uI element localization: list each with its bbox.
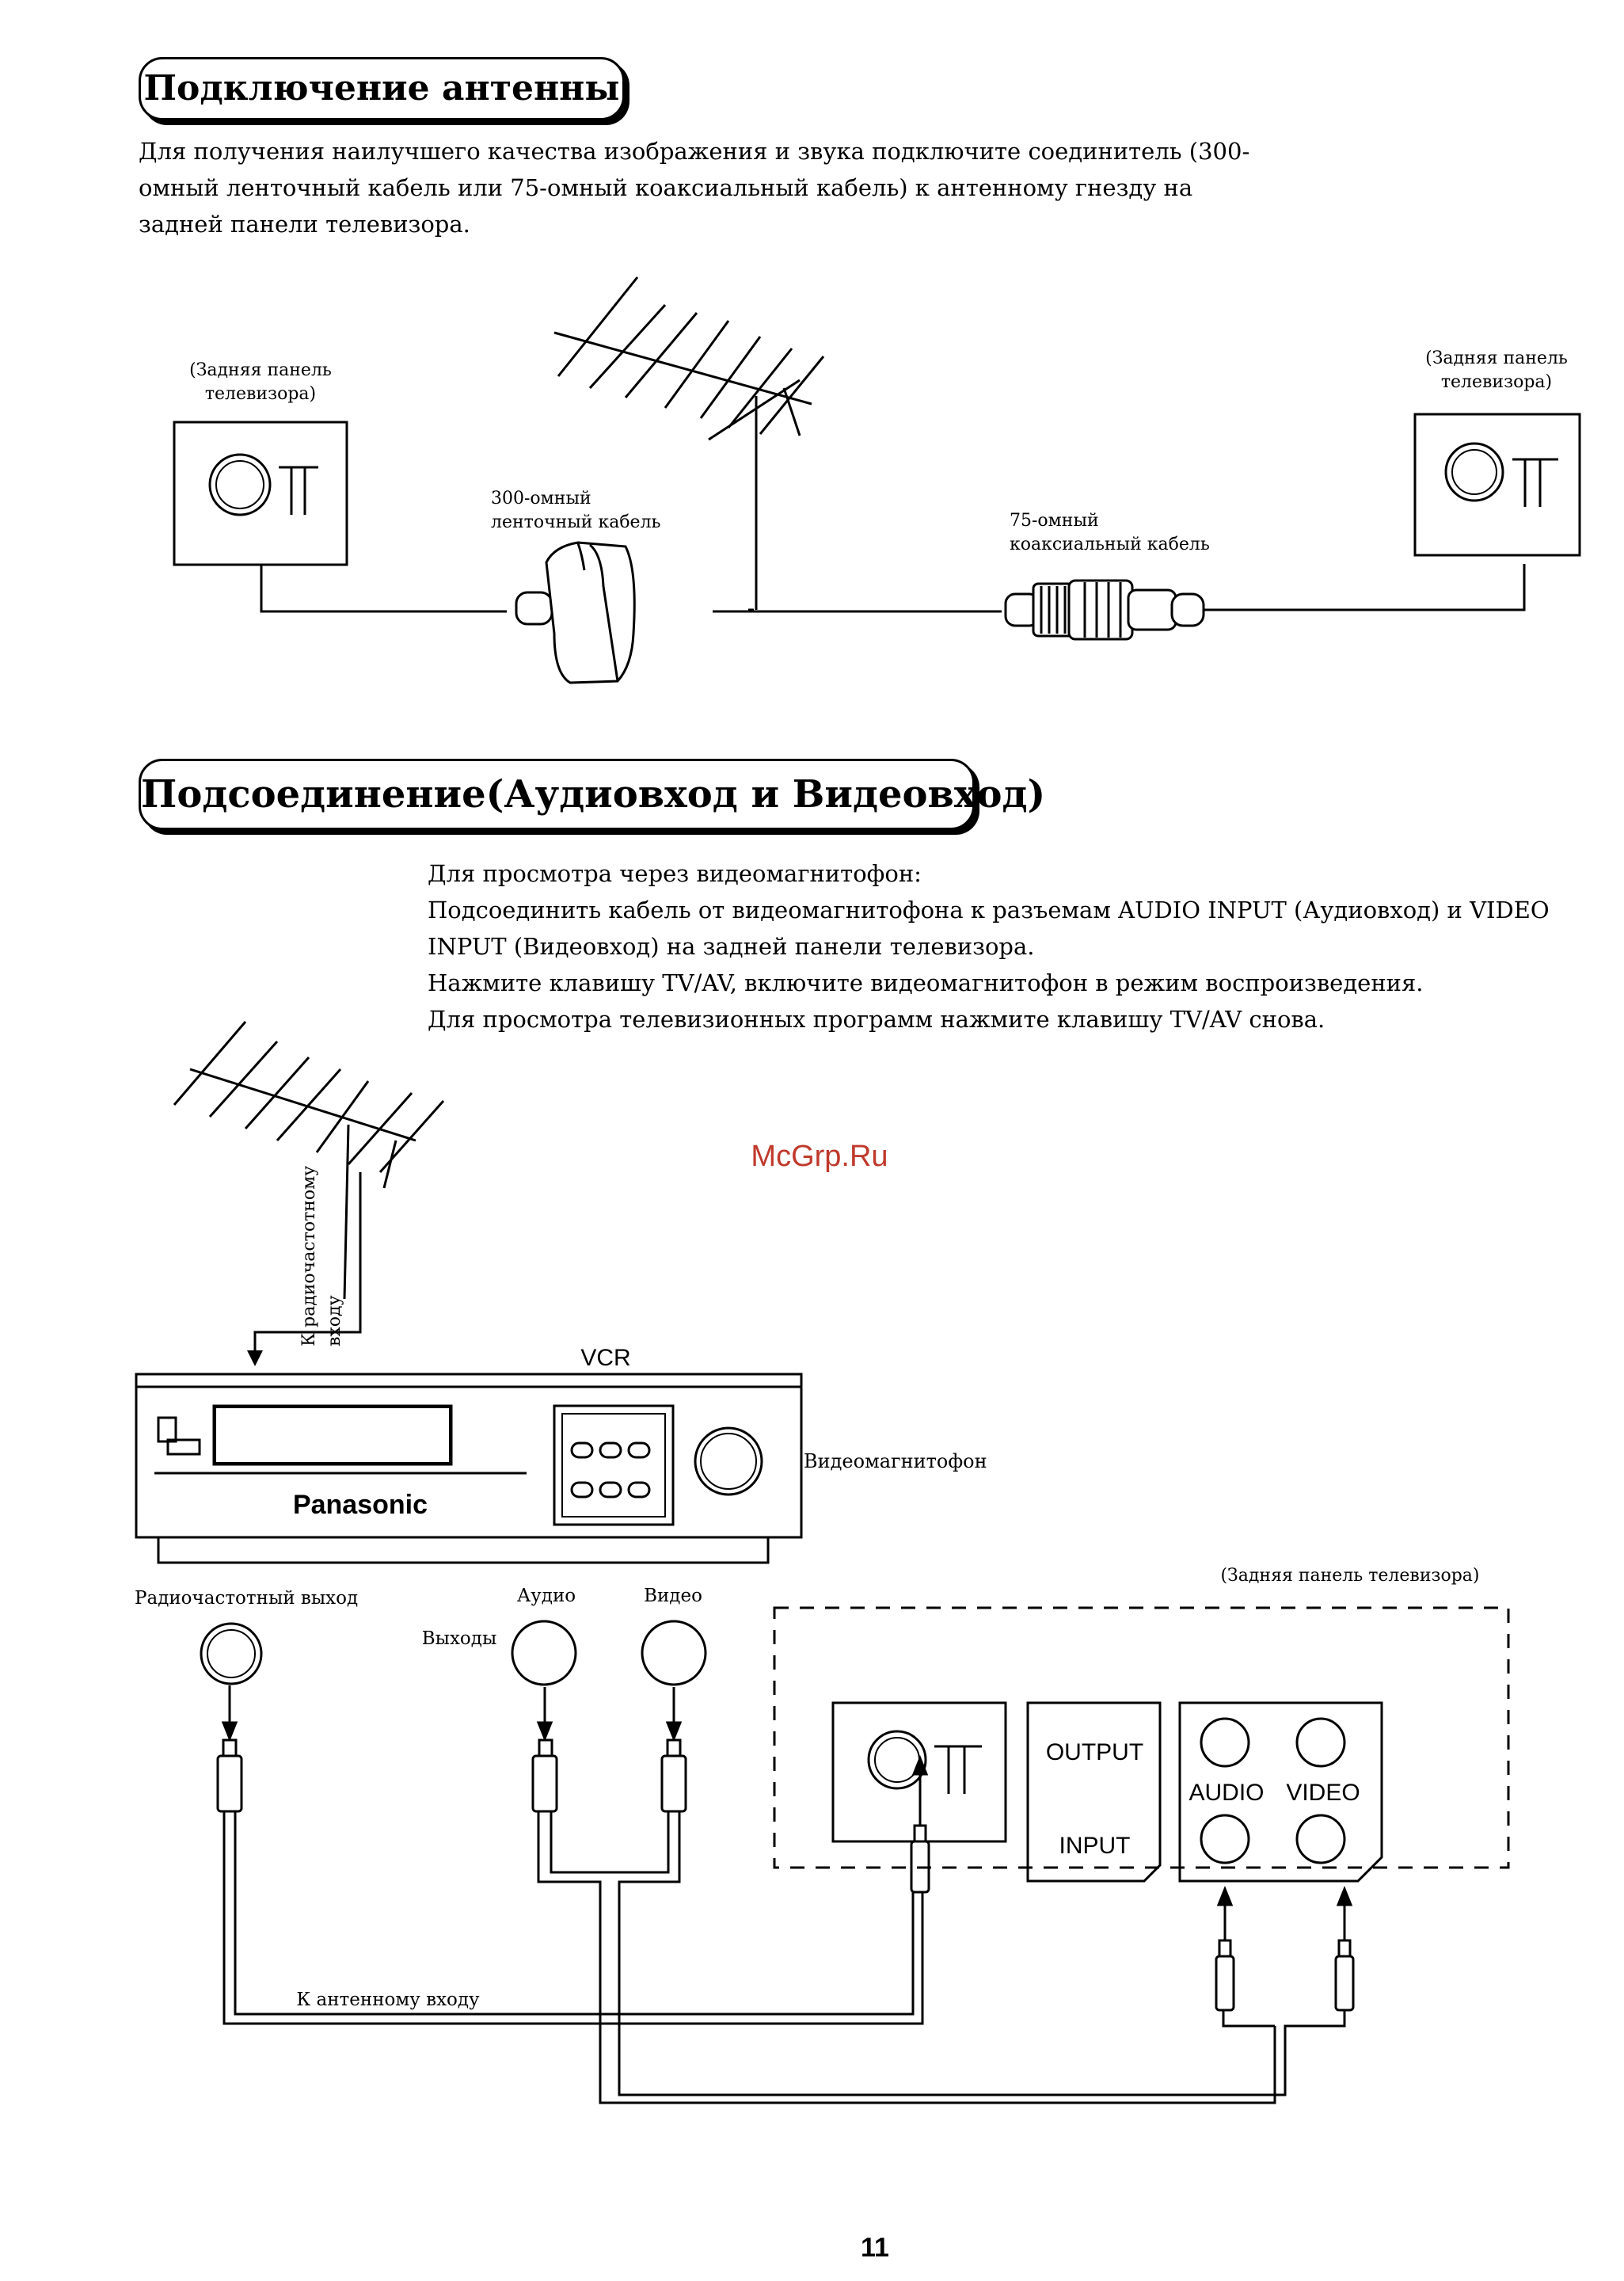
- vcr-brand: Panasonic: [292, 1490, 428, 1520]
- tv-back-label: (Задняя панель телевизора): [1220, 1566, 1480, 1586]
- outputs-label: Выходы: [421, 1628, 497, 1649]
- audio-jack-label: AUDIO: [1189, 1780, 1265, 1806]
- rca-plug-icon: [216, 1738, 687, 1813]
- video-jack-label: VIDEO: [1286, 1780, 1360, 1806]
- audio-out-label: Аудио: [516, 1586, 576, 1606]
- av-instructions: Для просмотра через видеомагнитофон: Под…: [428, 855, 1615, 1038]
- input-label: INPUT: [1059, 1833, 1131, 1859]
- antenna-in-label: К антенному входу: [296, 1990, 480, 2010]
- vcr-device: [135, 1373, 803, 1564]
- video-out-label: Видео: [644, 1586, 702, 1606]
- vcr-caption: Видеомагнитофон: [804, 1450, 987, 1472]
- rf-out-label: Радиочастотный выход: [135, 1588, 359, 1609]
- instruction-line: Подсоединить кабель от видеомагнитофона …: [428, 897, 1550, 923]
- page-number: 11: [861, 2233, 889, 2263]
- instruction-line: Для просмотра через видеомагнитофон:: [428, 860, 922, 887]
- section-heading-antenna: Подключение антенны: [139, 57, 625, 120]
- antenna-icon: [553, 276, 825, 611]
- output-label: OUTPUT: [1045, 1739, 1144, 1765]
- section-heading-av: Подсоединение(Аудиовход и Видеовход): [139, 759, 1045, 830]
- watermark: McGrp.Ru: [751, 1140, 888, 1173]
- antenna-description: Для получения наилучшего качества изобра…: [139, 138, 1250, 238]
- vcr-label: VCR: [580, 1345, 631, 1371]
- instruction-line: Для просмотра телевизионных программ наж…: [428, 1006, 1325, 1033]
- instruction-line: INPUT (Видеовход) на задней панели телев…: [428, 933, 1035, 960]
- coax-connector-icon: [1004, 579, 1205, 641]
- ribbon-connector-icon: [515, 541, 636, 684]
- instruction-line: Нажмите клавишу TV/AV, включите видеомаг…: [428, 969, 1424, 996]
